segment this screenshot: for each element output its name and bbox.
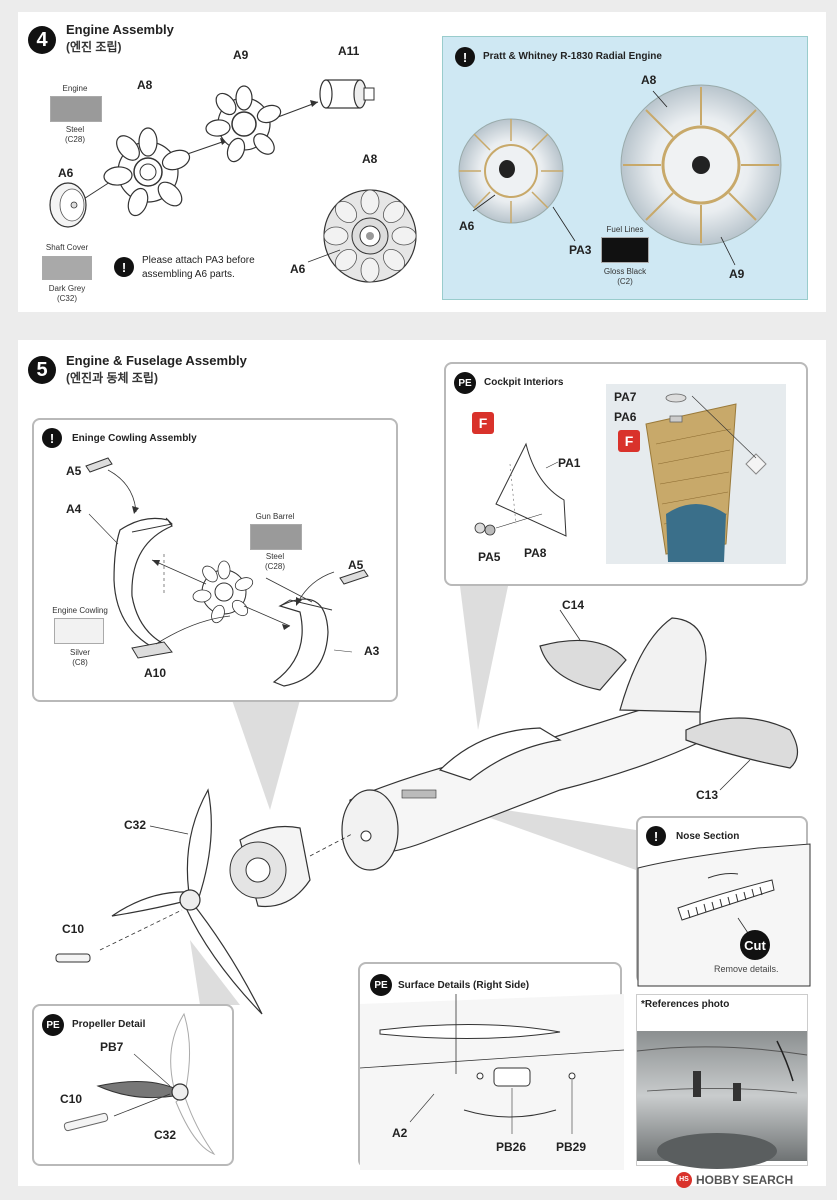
radial-engine-photo — [458, 84, 782, 266]
prop-part-pb7: PB7 — [100, 1040, 124, 1054]
cockpit-part-pa7: PA7 — [614, 390, 637, 404]
engine-color-code: (C28) — [64, 135, 85, 144]
photo-label-pa3: PA3 — [569, 243, 592, 257]
reference-photo-title: *References photo — [641, 999, 730, 1010]
fuel-lines-color: Gloss Black — [603, 267, 647, 276]
part-a9: A9 — [233, 48, 249, 62]
nose-section-diagram — [637, 843, 811, 987]
cowling-warning-icon: ! — [42, 428, 62, 448]
engine-color-label: Steel — [65, 125, 85, 134]
cockpit-reference-photo: F — [606, 384, 786, 564]
hobby-search-watermark: HS HOBBY SEARCH — [676, 1172, 793, 1188]
part-a11: A11 — [338, 44, 360, 58]
surface-part-pb29: PB29 — [556, 1140, 587, 1154]
gun-barrel-code: (C28) — [264, 562, 285, 571]
step4-subtitle: (엔진 조립) — [66, 40, 122, 54]
surface-part-a2: A2 — [392, 1126, 408, 1140]
step5-subtitle: (엔진과 동체 조립) — [66, 371, 158, 385]
cowling-part-a5-top: A5 — [66, 464, 82, 478]
reference-photo-box: *References photo — [636, 994, 808, 1169]
fuel-lines-name: Fuel Lines — [606, 225, 644, 234]
engine-color-swatch — [50, 96, 102, 122]
cockpit-photo-f-badge: F — [618, 430, 640, 452]
reference-photo-image — [636, 1031, 808, 1169]
part-c32: C32 — [124, 818, 147, 832]
gun-barrel-name: Gun Barrel — [255, 512, 295, 521]
part-a6-assembled: A6 — [290, 262, 306, 276]
cowling-part-a4: A4 — [66, 502, 82, 516]
nose-section-box: ! Nose Section Cut Remove details. — [636, 816, 811, 987]
cockpit-box-title: Cockpit Interiors — [484, 377, 564, 388]
cockpit-part-pa6: PA6 — [614, 410, 637, 424]
step5-title: Engine & Fuselage Assembly — [66, 353, 247, 368]
cowling-part-a3: A3 — [364, 644, 380, 658]
watermark-text: HOBBY SEARCH — [696, 1173, 794, 1187]
shaft-color-name: Shaft Cover — [45, 243, 89, 252]
cowling-part-a10: A10 — [144, 666, 167, 680]
photo-label-a8: A8 — [641, 73, 657, 87]
cockpit-part-pa8: PA8 — [524, 546, 547, 560]
cowling-assembly-box: ! Eninge Cowling Assembly — [32, 418, 398, 702]
part-c14: C14 — [562, 598, 585, 612]
surface-box-title: Surface Details (Right Side) — [398, 980, 530, 991]
cut-icon: Cut — [740, 930, 770, 960]
surface-details-box: PE Surface Details (Right Side) A2 PB26 … — [358, 962, 625, 1170]
engine-color-name: Engine — [62, 84, 88, 93]
engine-cowling-color: Silver — [69, 648, 90, 657]
cockpit-panel-diagram — [474, 442, 567, 537]
part-c13: C13 — [696, 788, 719, 802]
part-c10: C10 — [62, 922, 85, 936]
part-a6-left: A6 — [58, 166, 74, 180]
part-a8: A8 — [137, 78, 153, 92]
cockpit-part-pa1: PA1 — [558, 456, 581, 470]
surface-details-diagram — [359, 994, 625, 1170]
photo-label-a6: A6 — [459, 219, 475, 233]
propeller-detail-box: PE Propeller Detail PB7 C10 C32 — [32, 1004, 234, 1166]
cowling-diagram — [85, 457, 369, 687]
cowling-box-title: Eninge Cowling Assembly — [72, 433, 197, 444]
propeller-pe-icon: PE — [42, 1014, 64, 1036]
gun-barrel-color: Steel — [265, 552, 285, 561]
cockpit-interiors-box: PE Cockpit Interiors F PA1 PA5 PA8 F PA7 — [444, 362, 808, 586]
cockpit-photo-drawing — [606, 384, 786, 564]
remove-details-note: Remove details. — [714, 964, 779, 974]
cowling-part-a5-right: A5 — [348, 558, 364, 572]
step4-title: Engine Assembly — [66, 22, 174, 37]
pa3-note: Please attach PA3 before assembling A6 p… — [142, 255, 255, 280]
fuel-lines-code: (C2) — [617, 277, 633, 286]
step5-number: 5 — [28, 356, 56, 384]
photo-warning-icon: ! — [455, 47, 475, 67]
shaft-color-code: (C32) — [56, 294, 77, 303]
photo-label-a9: A9 — [729, 267, 745, 281]
nose-box-title: Nose Section — [676, 831, 740, 842]
step4-number: 4 — [28, 26, 56, 54]
engine-cowling-name: Engine Cowling — [52, 606, 108, 615]
propeller-detail-diagram — [63, 1012, 216, 1156]
cockpit-part-pa5: PA5 — [478, 550, 501, 564]
shaft-color-swatch — [42, 256, 92, 280]
engine-photo-box: ! Pratt & Whitney R-1830 Radial Engine A… — [442, 36, 808, 300]
cockpit-pe-icon: PE — [454, 372, 476, 394]
hobby-search-logo-icon: HS — [676, 1172, 692, 1188]
prop-part-c32: C32 — [154, 1128, 177, 1142]
surface-pe-icon: PE — [370, 974, 392, 996]
step4-engine-diagram — [49, 79, 417, 283]
engine-cowling-swatch — [54, 618, 104, 644]
surface-part-pb26: PB26 — [496, 1140, 527, 1154]
note-warning-icon: ! — [114, 257, 134, 277]
photo-box-title: Pratt & Whitney R-1830 Radial Engine — [483, 51, 662, 62]
shaft-color-label: Dark Grey — [48, 284, 86, 293]
fuel-lines-swatch — [601, 237, 649, 263]
cockpit-f-badge: F — [472, 412, 494, 434]
prop-part-c10: C10 — [60, 1092, 83, 1106]
nose-warning-icon: ! — [646, 826, 666, 846]
propeller-box-title: Propeller Detail — [72, 1019, 146, 1030]
engine-cowling-code: (C8) — [72, 658, 88, 667]
part-a8-assembled: A8 — [362, 152, 378, 166]
gun-barrel-swatch — [250, 524, 302, 550]
